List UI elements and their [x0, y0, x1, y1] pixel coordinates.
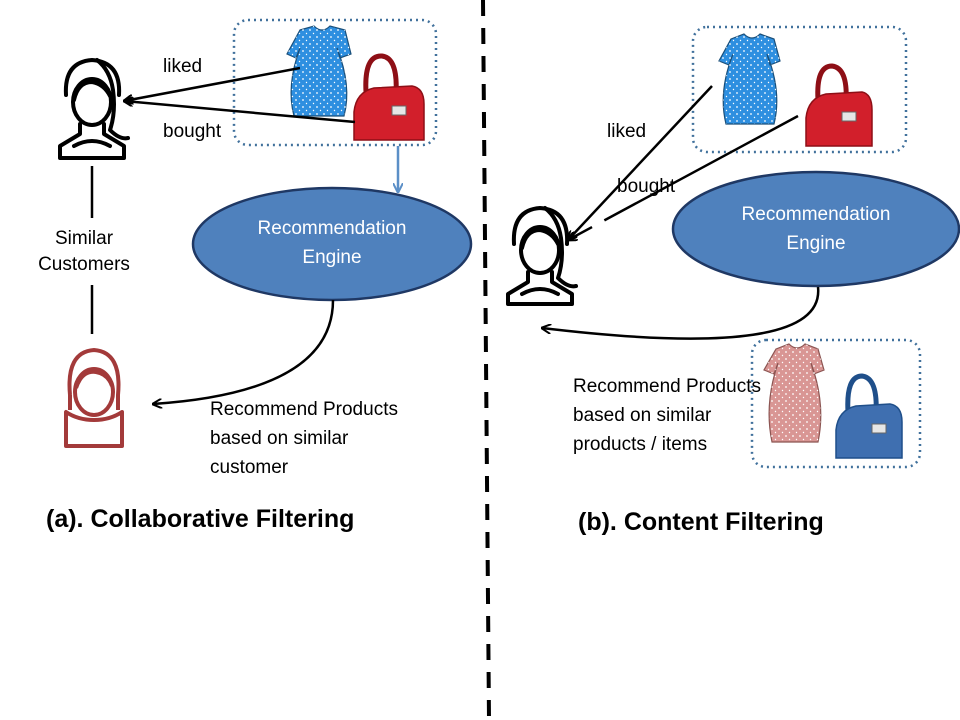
- red-bag-icon-b: [805, 63, 873, 147]
- engine-label-a: Recommendation Engine: [212, 214, 452, 272]
- engine-label-a-line-1: Recommendation: [257, 218, 407, 239]
- similar-customers-line-2: Customers: [38, 254, 130, 275]
- recommend-b-line-3: products / items: [573, 434, 708, 455]
- recommend-b-line-1: Recommend Products: [573, 376, 761, 397]
- title-collaborative-filtering: (a). Collaborative Filtering: [46, 505, 355, 533]
- similar-customers-label: Similar Customers: [26, 226, 142, 278]
- customer-c-icon: [506, 206, 578, 306]
- engine-label-b-line-1: Recommendation: [741, 204, 891, 225]
- recommend-label-a: Recommend Products based on similar cust…: [210, 395, 398, 482]
- customer-b-icon: [64, 348, 124, 448]
- recommend-a-line-2: based on similar: [210, 428, 349, 449]
- recommend-arrow-a: [153, 299, 335, 404]
- engine-label-b-line-2: Engine: [786, 233, 846, 254]
- section-divider: [481, 0, 491, 720]
- liked-items-box-a: [232, 18, 438, 147]
- recommendation-engine-b: [671, 170, 960, 288]
- blue-dress-icon-a: [286, 25, 352, 117]
- liked-label-b: liked: [607, 121, 647, 142]
- recommended-items-box: [750, 338, 922, 469]
- similar-customers-line-1: Similar: [54, 228, 114, 249]
- blue-dress-icon-b: [718, 33, 781, 125]
- bought-label-a: bought: [163, 121, 222, 142]
- recommend-b-line-2: based on similar: [573, 405, 712, 426]
- bought-arrow-b: [568, 114, 799, 240]
- title-content-filtering: (b). Content Filtering: [578, 508, 824, 536]
- recommend-a-line-1: Recommend Products: [210, 399, 398, 420]
- pink-dress-icon: [763, 343, 825, 443]
- blue-bag-icon: [835, 373, 903, 459]
- liked-arrow-b: [568, 85, 713, 240]
- liked-arrow-a: [124, 66, 301, 101]
- bought-label-b: bought: [617, 176, 676, 197]
- engine-label-a-line-2: Engine: [302, 247, 362, 268]
- bought-arrow-a: [124, 101, 356, 124]
- recommend-a-line-3: customer: [210, 457, 289, 478]
- recommend-label-b: Recommend Products based on similar prod…: [573, 372, 761, 459]
- recommend-arrow-b: [542, 286, 820, 340]
- red-bag-icon-a: [353, 53, 425, 141]
- customer-a-icon: [58, 58, 130, 160]
- liked-label-a: liked: [163, 56, 203, 77]
- engine-label-b: Recommendation Engine: [696, 200, 936, 258]
